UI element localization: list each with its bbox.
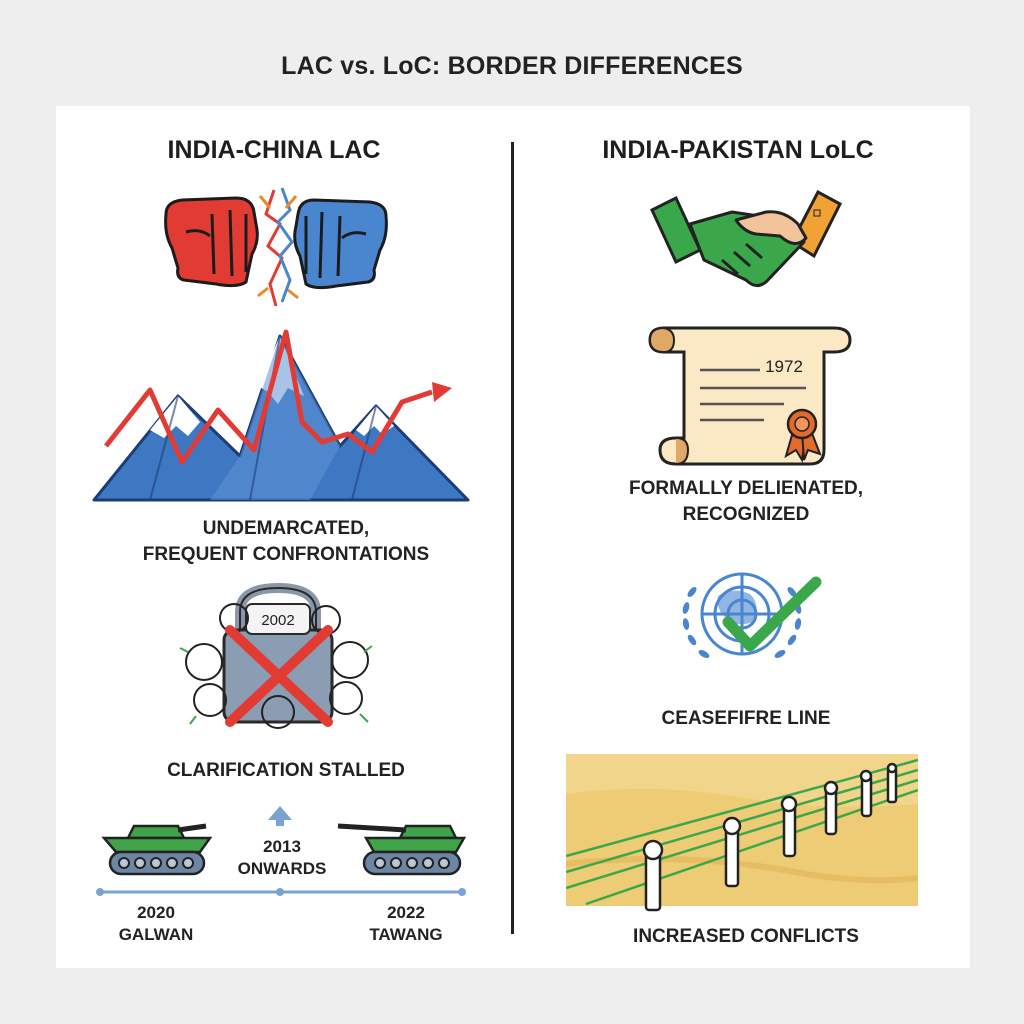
comparison-panel: INDIA-CHINA LAC UNDEMARCATED, FREQUENT C…	[56, 106, 970, 968]
lac-terrain-caption-line1: UNDEMARCATED,	[202, 518, 370, 539]
tank-icon	[337, 823, 467, 876]
clashing-fists-icon	[164, 187, 388, 307]
locked-padlock-icon: 2002	[179, 582, 373, 729]
mountains-icon	[92, 329, 470, 502]
fence-icon	[566, 754, 918, 912]
loc-heading: INDIA-PAKISTAN LoLC	[602, 136, 874, 164]
treaty-year-label: 1972	[765, 357, 803, 376]
loc-treaty-caption-line1: FORMALLY DELIENATED,	[629, 478, 863, 499]
timeline-event1-place: GALWAN	[118, 925, 194, 944]
treaty-scroll-icon: 1972	[648, 326, 852, 466]
lac-terrain-caption-line2: FREQUENT CONFRONTATIONS	[142, 544, 430, 565]
handshake-icon	[650, 189, 842, 287]
timeline	[96, 806, 467, 896]
loc-treaty-caption: FORMALLY DELIENATED, RECOGNIZED	[556, 476, 936, 528]
timeline-mid-label: 2013 ONWARDS	[232, 836, 332, 880]
timeline-mid-year: 2013	[263, 837, 301, 856]
timeline-mid-text: ONWARDS	[237, 859, 327, 878]
fence-caption: INCREASED CONFLICTS	[633, 926, 859, 947]
loc-treaty-caption-line2: RECOGNIZED	[682, 504, 810, 525]
lac-heading: INDIA-CHINA LAC	[167, 136, 381, 164]
timeline-event2-year: 2022	[387, 903, 425, 922]
un-emblem-icon	[682, 572, 822, 658]
page-title: LAC vs. LoC: BORDER DIFFERENCES	[281, 52, 743, 80]
lac-terrain-caption: UNDEMARCATED, FREQUENT CONFRONTATIONS	[96, 516, 476, 568]
un-caption: CEASEFIFRE LINE	[661, 708, 831, 729]
lock-caption: CLARIFICATION STALLED	[167, 760, 405, 781]
timeline-event-galwan: 2020 GALWAN	[96, 902, 216, 946]
timeline-event-tawang: 2022 TAWANG	[346, 902, 466, 946]
lock-year-label: 2002	[261, 612, 294, 629]
timeline-event1-year: 2020	[137, 903, 175, 922]
timeline-event2-place: TAWANG	[369, 925, 443, 944]
column-divider	[511, 142, 514, 934]
tank-icon	[101, 823, 213, 876]
